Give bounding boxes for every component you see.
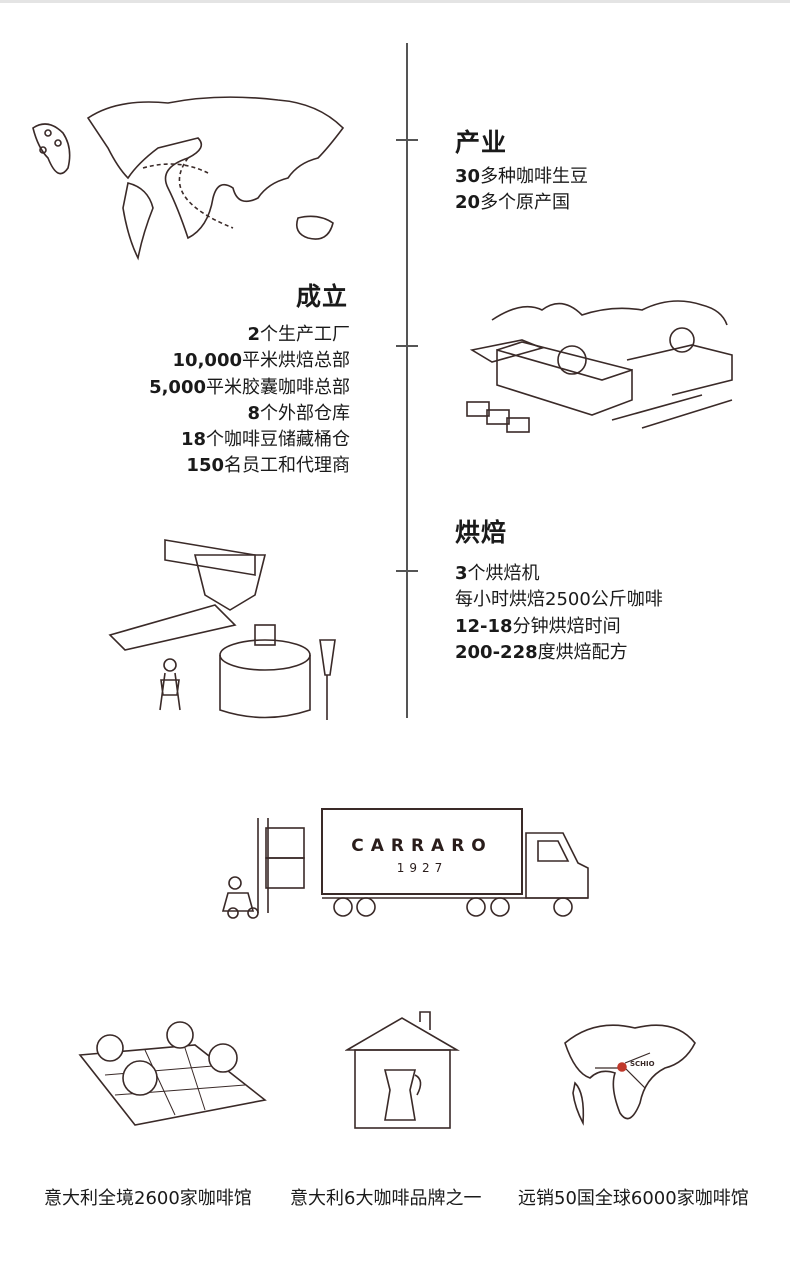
founded-item: 2个生产工厂 [247, 324, 350, 345]
founded-list: 2个生产工厂 10,000平米烘焙总部 5,000平米胶囊咖啡总部 8个外部仓库… [149, 322, 350, 480]
founded-item: 150名员工和代理商 [186, 455, 350, 477]
brand-year: 1927 [396, 861, 448, 875]
founded-item: 18个咖啡豆储藏桶仓 [180, 429, 350, 451]
world-export-illustration [545, 1013, 710, 1142]
timeline-tick [396, 345, 418, 347]
founded-title: 成立 [295, 282, 348, 311]
timeline-line [406, 43, 408, 718]
industry-item: 20多个原产国 [455, 192, 571, 214]
caption-global-export: 远销50国全球6000家咖啡馆 [518, 1188, 749, 1209]
caption-italy-cafes: 意大利全境2600家咖啡馆 [44, 1188, 252, 1209]
top-divider [0, 0, 790, 3]
roasting-title: 烘焙 [455, 518, 508, 547]
brand-logo-text: CARRARO [351, 836, 493, 856]
timeline-tick [396, 139, 418, 141]
timeline-tick [396, 570, 418, 572]
roasting-list: 3个烘焙机 每小时烘焙2500公斤咖啡 12-18分钟烘焙时间 200-228度… [455, 561, 663, 666]
city-map-cafes-illustration [75, 1020, 270, 1139]
house-moka-pot-illustration [344, 1010, 460, 1134]
caption-top-brand: 意大利6大咖啡品牌之一 [290, 1188, 482, 1209]
roasting-item: 12-18分钟烘焙时间 [455, 615, 621, 637]
industry-list: 30多种咖啡生豆 20多个原产国 [455, 164, 588, 217]
industry-title: 产业 [455, 128, 508, 157]
founded-item: 10,000平米烘焙总部 [172, 350, 350, 372]
factory-illustration [462, 290, 762, 444]
roasting-item: 每小时烘焙2500公斤咖啡 [455, 589, 663, 611]
map-label: SCHIO [630, 1060, 655, 1068]
roasting-item: 200-228度烘焙配方 [455, 641, 628, 663]
roaster-illustration [105, 515, 350, 729]
founded-item: 5,000平米胶囊咖啡总部 [149, 376, 350, 398]
founded-item: 8个外部仓库 [247, 402, 350, 424]
roasting-item: 3个烘焙机 [455, 563, 540, 584]
world-map-illustration [18, 88, 358, 267]
truck-illustration [218, 803, 593, 925]
industry-item: 30多种咖啡生豆 [455, 166, 589, 187]
